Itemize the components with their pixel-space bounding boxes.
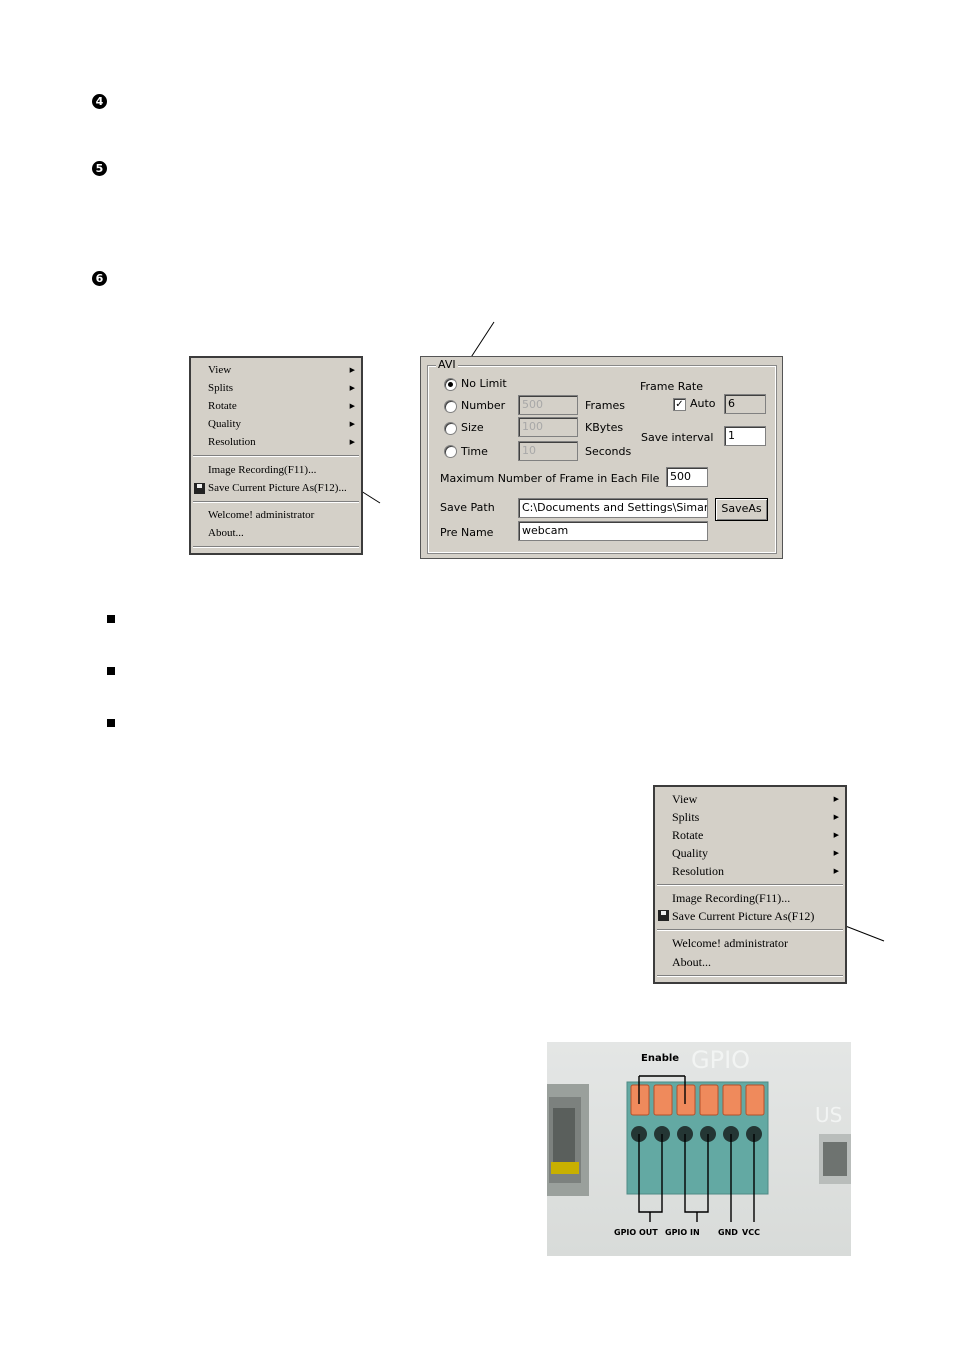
avi-settings-panel: AVI No Limit Number 500 Frames Size 100 … <box>420 356 783 559</box>
max-frames-label: Maximum Number of Frame in Each File <box>440 472 660 485</box>
menu-item-splits[interactable]: Splits▶ <box>191 380 361 397</box>
submenu-arrow-icon: ▶ <box>833 867 839 875</box>
gnd-label: GND <box>718 1228 738 1237</box>
submenu-arrow-icon: ▶ <box>349 420 355 428</box>
number-input[interactable]: 500 <box>518 395 578 415</box>
enable-bracket <box>638 1075 686 1104</box>
menu-item-about[interactable]: About... <box>672 955 711 969</box>
max-frames-input[interactable]: 500 <box>666 467 708 487</box>
auto-label: Auto <box>690 397 716 410</box>
frame-rate-label: Frame Rate <box>640 380 703 393</box>
enable-label: Enable <box>641 1053 680 1064</box>
menu-item-quality[interactable]: Quality▶ <box>191 416 361 433</box>
time-input[interactable]: 10 <box>518 441 578 461</box>
submenu-arrow-icon: ▶ <box>349 438 355 446</box>
submenu-arrow-icon: ▶ <box>833 795 839 803</box>
no-limit-label: No Limit <box>461 377 507 390</box>
gpio-in-label: GPIO IN <box>665 1228 700 1237</box>
menu-separator <box>657 975 843 977</box>
submenu-arrow-icon: ▶ <box>833 849 839 857</box>
menu-separator <box>657 929 843 931</box>
menu-separator <box>193 546 359 548</box>
menu-item-resolution[interactable]: Resolution▶ <box>672 864 839 878</box>
no-limit-radio[interactable] <box>444 378 457 391</box>
menu-item-welcome[interactable]: Welcome! administrator <box>208 509 315 521</box>
menu-separator <box>193 501 359 503</box>
vcc-label: VCC <box>742 1228 760 1237</box>
menu-item-welcome[interactable]: Welcome! administrator <box>672 936 788 950</box>
menu-item-view[interactable]: View▶ <box>191 362 361 379</box>
kbytes-unit-label: KBytes <box>585 421 624 434</box>
menu-item-quality[interactable]: Quality▶ <box>672 846 839 860</box>
save-path-label: Save Path <box>440 501 495 514</box>
pre-name-input[interactable]: webcam <box>518 521 708 541</box>
time-radio[interactable] <box>444 445 457 458</box>
context-menu: View▶ Splits▶ Rotate▶ Quality▶ Resolutio… <box>189 356 363 555</box>
gpio-connector-photo: GPIO US <box>547 1042 851 1256</box>
usb-panel-print: US <box>815 1103 842 1127</box>
menu-item-about[interactable]: About... <box>208 527 244 539</box>
number-radio[interactable] <box>444 400 457 413</box>
auto-checkbox[interactable]: ✓ <box>673 398 686 411</box>
context-menu: View▶ Splits▶ Rotate▶ Quality▶ Resolutio… <box>653 785 847 984</box>
menu-item-splits[interactable]: Splits▶ <box>672 810 839 824</box>
gpio-illustration: GPIO US <box>547 1046 851 1222</box>
list-bullet <box>107 615 115 623</box>
list-bullet <box>107 719 115 727</box>
time-label: Time <box>461 445 488 458</box>
submenu-arrow-icon: ▶ <box>833 813 839 821</box>
menu-item-resolution[interactable]: Resolution▶ <box>191 434 361 451</box>
size-label: Size <box>461 421 484 434</box>
save-path-input[interactable]: C:\Documents and Settings\Siman\桌 <box>518 498 708 518</box>
floppy-disk-icon <box>658 910 669 921</box>
save-interval-input[interactable]: 1 <box>724 426 766 446</box>
floppy-disk-icon <box>194 483 205 494</box>
menu-item-save-current-picture[interactable]: Save Current Picture As(F12) <box>655 907 845 925</box>
avi-group-box <box>427 365 777 554</box>
save-as-button[interactable]: SaveAs <box>715 498 768 521</box>
menu-item-rotate[interactable]: Rotate▶ <box>672 828 839 842</box>
menu-item-view[interactable]: View▶ <box>672 792 839 806</box>
pin-leader-lines <box>638 1134 755 1222</box>
menu-item-image-recording[interactable]: Image Recording(F11)... <box>208 464 317 476</box>
menu-separator <box>193 455 359 457</box>
menu-item-image-recording[interactable]: Image Recording(F11)... <box>672 891 791 905</box>
submenu-arrow-icon: ▶ <box>349 384 355 392</box>
avi-group-title: AVI <box>436 358 458 371</box>
terminal-block <box>626 1081 769 1195</box>
menu-item-save-current-picture[interactable]: Save Current Picture As(F12)... <box>191 480 361 497</box>
seconds-unit-label: Seconds <box>585 445 632 458</box>
submenu-arrow-icon: ▶ <box>833 831 839 839</box>
list-bullet <box>107 667 115 675</box>
submenu-arrow-icon: ▶ <box>349 366 355 374</box>
step-6-bullet: 6 <box>92 271 107 286</box>
size-radio[interactable] <box>444 422 457 435</box>
frame-rate-input[interactable]: 6 <box>724 394 766 414</box>
pre-name-label: Pre Name <box>440 526 494 539</box>
step-5-bullet: 5 <box>92 161 107 176</box>
menu-separator <box>657 884 843 886</box>
terminal-release-tabs <box>630 1084 765 1116</box>
frames-unit-label: Frames <box>585 399 626 412</box>
save-interval-label: Save interval <box>641 431 714 444</box>
size-input[interactable]: 100 <box>518 417 578 437</box>
gpio-out-label: GPIO OUT <box>614 1228 658 1237</box>
number-label: Number <box>461 399 506 412</box>
step-4-bullet: 4 <box>92 94 107 109</box>
submenu-arrow-icon: ▶ <box>349 402 355 410</box>
gpio-panel-print: GPIO <box>691 1046 750 1074</box>
menu-item-rotate[interactable]: Rotate▶ <box>191 398 361 415</box>
